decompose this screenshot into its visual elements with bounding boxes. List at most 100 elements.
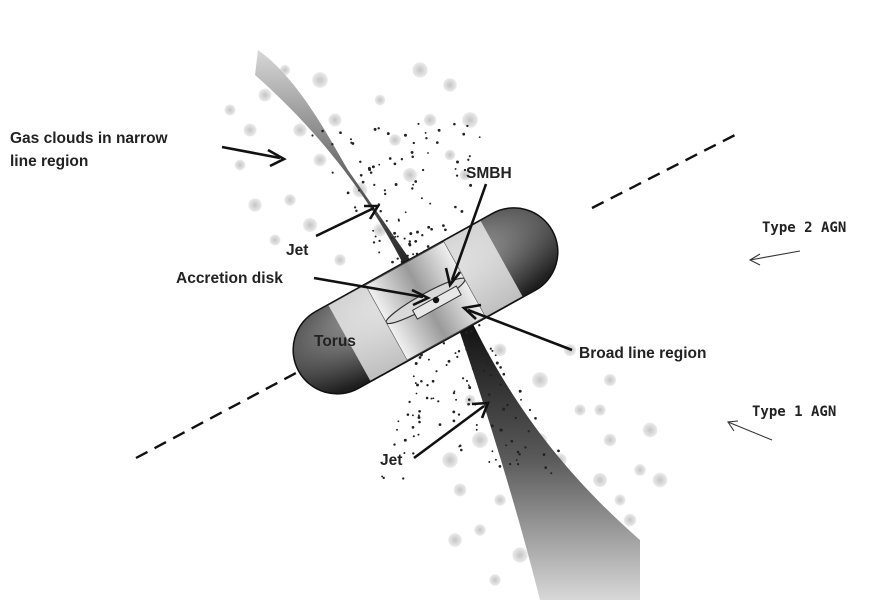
blr-dot	[462, 377, 464, 379]
blr-dot	[453, 123, 456, 126]
blr-dot	[544, 466, 547, 469]
blr-dot	[394, 163, 397, 166]
blr-dot	[428, 359, 430, 361]
blr-dot	[458, 350, 460, 352]
label-torus: Torus	[314, 333, 356, 350]
blr-dot	[517, 451, 520, 454]
blr-dot	[381, 475, 383, 477]
blr-dot	[499, 429, 502, 432]
blr-dot	[453, 392, 455, 394]
blr-dot	[456, 161, 459, 164]
blr-dot	[443, 342, 445, 344]
blr-dot	[355, 210, 357, 212]
cloud	[472, 432, 488, 448]
blr-dot	[491, 450, 493, 452]
blr-dot	[405, 211, 407, 213]
blr-dot	[470, 330, 473, 333]
blr-dot	[465, 348, 468, 351]
blr-dot	[393, 232, 396, 235]
blr-dot	[455, 168, 457, 170]
blr-dot	[418, 414, 420, 416]
blr-dot	[468, 398, 471, 401]
blr-dot	[528, 430, 530, 432]
label-broad-line-region: Broad line region	[579, 345, 706, 362]
cloud	[334, 254, 345, 265]
blr-dot	[374, 128, 377, 131]
cloud	[489, 574, 500, 585]
cloud	[604, 374, 616, 386]
blr-dot	[362, 181, 365, 184]
torus	[277, 192, 573, 410]
blr-dot	[446, 364, 448, 366]
blr-dot	[412, 426, 415, 429]
blr-dot	[467, 403, 470, 406]
blr-dot	[360, 174, 363, 177]
blr-dot	[437, 400, 439, 402]
blr-dot	[464, 344, 466, 346]
blr-dot	[499, 383, 501, 385]
blr-dot	[311, 134, 313, 136]
blr-dot	[354, 206, 356, 208]
blr-dot	[332, 172, 334, 174]
blr-dot	[486, 353, 488, 355]
blr-dot	[488, 461, 490, 463]
cloud	[604, 434, 617, 447]
blr-dot	[397, 420, 399, 422]
blr-dot	[391, 237, 393, 239]
blr-dot	[452, 411, 455, 414]
blr-dot	[384, 189, 386, 191]
blr-dot	[404, 439, 407, 442]
blr-dot	[455, 352, 457, 354]
blr-dot	[453, 390, 455, 392]
cloud	[532, 372, 548, 388]
blr-dot	[506, 404, 508, 406]
cloud	[454, 484, 467, 497]
blr-dot	[414, 180, 417, 183]
blr-dot	[439, 423, 442, 426]
blr-dot	[502, 408, 505, 411]
blr-dot	[413, 435, 415, 437]
cloud	[653, 473, 668, 488]
blr-dot	[350, 142, 352, 144]
blr-dot	[483, 370, 485, 372]
blr-dot	[425, 132, 427, 134]
blr-dot	[387, 132, 390, 135]
cloud	[293, 123, 306, 136]
cloud	[634, 464, 646, 476]
cloud	[284, 194, 295, 205]
blr-dot	[467, 159, 469, 161]
blr-dot	[435, 370, 437, 372]
blr-dot	[347, 192, 350, 195]
blr-dot	[490, 348, 492, 350]
cloud	[235, 160, 246, 171]
blr-dot	[386, 220, 388, 222]
cloud	[248, 198, 261, 211]
label-gas-clouds-line2: line region	[10, 153, 88, 170]
blr-dot	[529, 409, 531, 411]
blr-dot	[495, 354, 497, 356]
blr-dot	[421, 234, 423, 236]
blr-dot	[418, 410, 421, 413]
cloud	[270, 235, 281, 246]
blr-dot	[476, 424, 478, 426]
blr-dot	[426, 397, 429, 400]
blr-dot	[462, 133, 465, 136]
cloud	[574, 404, 585, 415]
cloud	[443, 78, 457, 92]
blr-dot	[466, 125, 468, 127]
blr-dot	[408, 401, 410, 403]
cloud	[424, 114, 436, 126]
blr-dot	[379, 210, 381, 212]
blr-dot	[476, 429, 478, 431]
blr-dot	[350, 138, 352, 140]
cloud	[375, 95, 385, 105]
cloud	[303, 218, 317, 232]
blr-dot	[502, 373, 505, 376]
cloud	[442, 452, 458, 468]
blr-dot	[517, 463, 519, 465]
blr-dot	[421, 197, 423, 199]
blr-dot	[465, 340, 467, 342]
blr-dot	[409, 240, 411, 242]
blr-dot	[426, 384, 428, 386]
